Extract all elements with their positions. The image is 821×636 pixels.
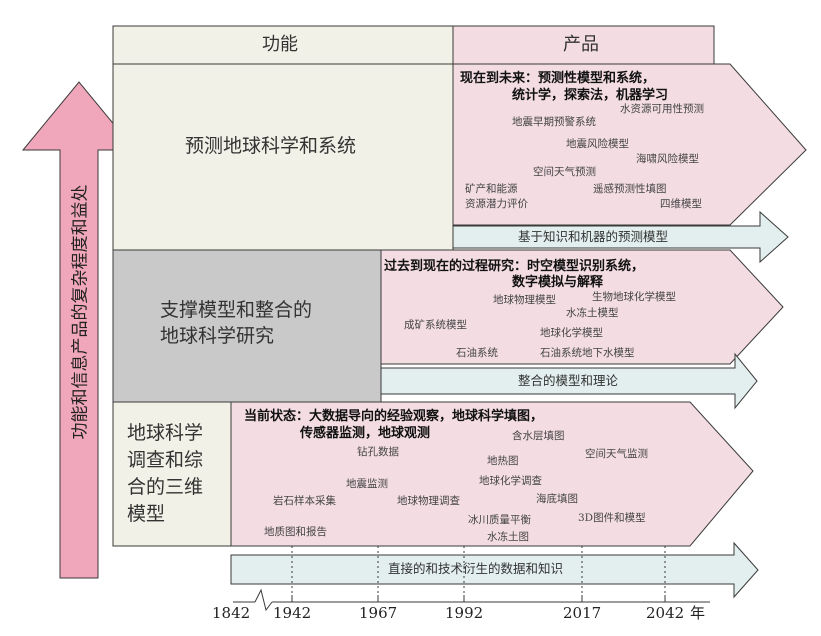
predictive-product-arrow	[452, 63, 807, 226]
supporting-product-arrow	[380, 249, 784, 365]
supporting-item: 石油系统地下水模型	[540, 347, 635, 359]
survey-item: 钻孔数据	[357, 446, 399, 458]
timeline-year: 2017	[563, 604, 602, 622]
timeline-year: 1942	[273, 604, 312, 622]
timeline-guides	[291, 546, 666, 595]
survey-product-arrow	[230, 401, 754, 547]
survey-item: 空间天气监测	[585, 448, 648, 460]
timeline-axis	[233, 588, 710, 612]
predictive-item: 水资源可用性预测	[620, 103, 704, 115]
survey-product-title-1: 当前状态：大数据导向的经验观察，地球科学填图，	[244, 409, 544, 424]
survey-band-label: 直接的和技术衍生的数据和知识	[388, 561, 564, 576]
predictive-item: 资源潜力评价	[465, 198, 528, 210]
survey-item: 含水层填图	[512, 430, 565, 442]
predictive-item: 四维模型	[660, 198, 702, 210]
predictive-band-arrow	[452, 210, 789, 264]
predictive-function-cell	[112, 63, 454, 251]
survey-item: 地热图	[487, 455, 519, 467]
predictive-item: 矿产和能源	[465, 183, 518, 195]
predictive-item: 地震风险模型	[566, 138, 629, 150]
predictive-band-label: 基于知识和机器的预测模型	[518, 229, 669, 244]
supporting-band-label: 整合的模型和理论	[518, 373, 619, 388]
supporting-item: 石油系统	[456, 347, 498, 359]
survey-item: 地球物理调查	[397, 495, 460, 507]
survey-item: 冰川质量平衡	[468, 514, 531, 526]
survey-item: 地球化学调查	[479, 475, 542, 487]
survey-item: 3D图件和模型	[578, 512, 646, 524]
timeline-year: 2042	[646, 604, 685, 622]
survey-item: 地震监测	[346, 478, 388, 490]
predictive-product-title-1: 现在到未来：预测性模型和系统，	[460, 71, 656, 86]
predictive-item: 空间天气预测	[533, 166, 596, 178]
survey-item: 岩石样本采集	[273, 495, 336, 507]
survey-function-line: 地球科学	[127, 422, 204, 444]
survey-item: 水冻土图	[487, 531, 529, 543]
predictive-item: 遥感预测性填图	[593, 183, 667, 195]
survey-item: 海底填图	[536, 493, 578, 505]
survey-item: 地质图和报告	[264, 526, 327, 538]
survey-function-line: 模型	[127, 503, 166, 525]
header-function-label: 功能	[262, 34, 298, 55]
supporting-item: 成矿系统模型	[404, 319, 467, 331]
complexity-axis-label: 功能和信息产品的复杂程度和益处	[70, 184, 91, 440]
supporting-item: 地球物理模型	[493, 294, 556, 306]
predictive-product-title-2: 统计学，探索法，机器学习	[512, 88, 669, 103]
supporting-item: 生物地球化学模型	[592, 291, 676, 303]
supporting-product-title-2: 数字模拟与解释	[512, 275, 604, 290]
supporting-function-title-2: 地球科学研究	[160, 325, 275, 347]
supporting-item: 地球化学模型	[540, 327, 603, 339]
predictive-function-title: 预测地球科学和系统	[185, 135, 357, 157]
header-product-label: 产品	[563, 34, 599, 55]
timeline-year: 1842	[212, 604, 251, 622]
survey-function-cell	[112, 401, 232, 547]
complexity-arrow	[21, 81, 137, 579]
timeline-year: 1992	[445, 604, 484, 622]
predictive-item: 地震早期预警系统	[512, 116, 596, 128]
header-product-cell	[452, 25, 715, 65]
survey-product-title-2: 传感器监测，地球观测	[300, 426, 431, 441]
timeline-unit: 年	[690, 604, 706, 622]
survey-function-line: 合的三维	[127, 476, 204, 498]
supporting-item: 水冻土模型	[566, 307, 619, 319]
data-band-arrow	[230, 541, 759, 599]
predictive-item: 海啸风险模型	[636, 153, 699, 165]
supporting-function-title-1: 支撑模型和整合的	[160, 299, 313, 321]
timeline-year: 1967	[359, 604, 398, 622]
supporting-function-cell	[112, 249, 382, 403]
survey-function-line: 调查和综	[127, 449, 204, 471]
supporting-product-title-1: 过去到现在的过程研究：时空模型识别系统，	[384, 259, 645, 274]
supporting-band-arrow	[380, 352, 758, 410]
